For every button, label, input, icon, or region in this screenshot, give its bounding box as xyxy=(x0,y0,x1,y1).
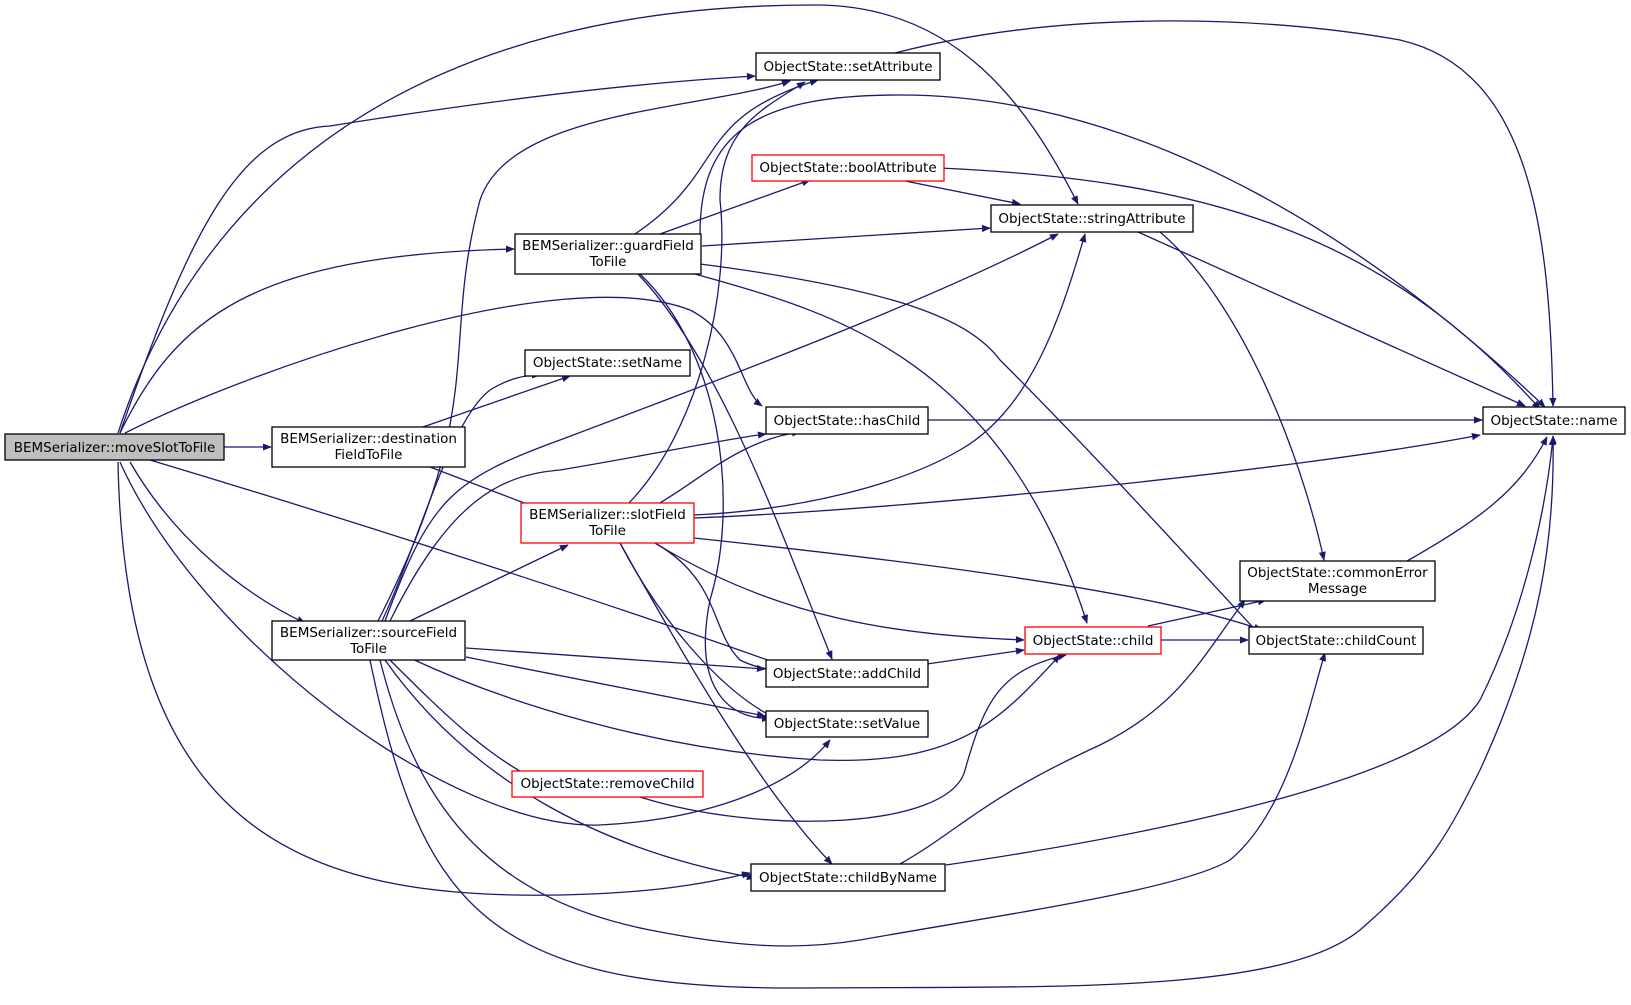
edge-source-to-childcount xyxy=(379,652,1326,947)
node-set-name[interactable]: ObjectState::setName xyxy=(524,349,691,377)
node-label: ObjectState::childByName xyxy=(759,870,937,886)
edge-child-to-commonerror xyxy=(1147,598,1267,627)
node-label: BEMSerializer::moveSlotToFile xyxy=(14,440,216,456)
node-label: ObjectState::commonError xyxy=(1247,565,1428,581)
edge-guard-to-addchild xyxy=(637,273,833,660)
node-label: ToFile xyxy=(349,641,387,657)
node-child[interactable]: ObjectState::child xyxy=(1024,626,1162,655)
node-remove-child[interactable]: ObjectState::removeChild xyxy=(511,770,704,798)
edge-guard-to-setattribute xyxy=(634,78,819,235)
node-label: ObjectState::boolAttribute xyxy=(759,160,936,176)
node-label: ObjectState::setValue xyxy=(774,716,921,732)
edge-guard-to-childcount xyxy=(699,263,1263,638)
edge-move-to-guard xyxy=(119,245,515,434)
edge-source-to-child xyxy=(409,654,1061,762)
node-set-attribute[interactable]: ObjectState::setAttribute xyxy=(755,52,941,81)
node-name[interactable]: ObjectState::name xyxy=(1482,406,1626,435)
edge-slot-to-stringattribute xyxy=(693,233,1087,516)
node-label: ToFile xyxy=(589,254,627,270)
edge-slot-to-setattribute xyxy=(627,81,806,505)
node-label: ObjectState::hasChild xyxy=(774,413,921,429)
node-label: BEMSerializer::slotField xyxy=(529,507,686,523)
edge-removechild-to-child xyxy=(639,653,1067,822)
edge-guard-to-name xyxy=(699,94,1546,408)
node-child-count[interactable]: ObjectState::childCount xyxy=(1248,626,1424,655)
node-string-attribute[interactable]: ObjectState::stringAttribute xyxy=(990,204,1194,233)
node-destination-field-to-file[interactable]: BEMSerializer::destination FieldToFile xyxy=(271,426,466,468)
node-label: ObjectState::childCount xyxy=(1256,633,1417,649)
edge-source-to-slot xyxy=(409,544,569,622)
edge-source-to-childbyname xyxy=(384,659,756,881)
edge-slot-to-childbyname xyxy=(619,542,833,865)
edge-commonerror-to-name xyxy=(1399,436,1548,566)
edge-slot-to-addchild xyxy=(654,542,791,674)
node-label: ObjectState::setName xyxy=(533,355,682,371)
edge-source-to-setname xyxy=(381,371,541,622)
node-common-error-message[interactable]: ObjectState::commonError Message xyxy=(1239,560,1436,602)
edge-move-to-addchild xyxy=(149,459,791,669)
node-label: BEMSerializer::destination xyxy=(280,431,457,447)
edge-childbyname-to-commonerror xyxy=(899,599,1246,865)
node-label: ObjectState::name xyxy=(1490,413,1617,429)
edge-guard-to-stringattribute xyxy=(701,224,991,247)
edge-bool-to-name xyxy=(939,167,1541,410)
node-slot-field-to-file[interactable]: BEMSerializer::slotField ToFile xyxy=(520,502,695,544)
edge-stringattribute-to-name xyxy=(1137,231,1526,407)
edge-destination-to-setname xyxy=(419,375,571,429)
node-label: BEMSerializer::guardField xyxy=(522,238,694,254)
edge-slot-to-child xyxy=(654,542,1025,644)
edge-move-to-childbyname xyxy=(117,461,751,896)
edge-slot-to-childcount xyxy=(693,537,1263,631)
edge-stringattribute-to-commonerror xyxy=(1159,231,1326,561)
node-child-by-name[interactable]: ObjectState::childByName xyxy=(750,863,946,892)
edge-source-to-stringattribute xyxy=(384,233,1059,622)
node-label: ObjectState::stringAttribute xyxy=(998,211,1185,227)
node-label: ObjectState::setAttribute xyxy=(763,59,932,75)
node-has-child[interactable]: ObjectState::hasChild xyxy=(765,406,929,435)
edge-setattribute-to-name xyxy=(894,20,1557,407)
edge-source-to-name xyxy=(369,435,1557,989)
edge-move-to-stringattribute xyxy=(117,4,1079,434)
node-label: ObjectState::removeChild xyxy=(520,776,694,792)
node-label: BEMSerializer::sourceField xyxy=(280,625,457,641)
node-set-value[interactable]: ObjectState::setValue xyxy=(765,710,929,738)
edge-guard-to-setvalue xyxy=(639,273,771,723)
node-guard-field-to-file[interactable]: BEMSerializer::guardField ToFile xyxy=(514,233,702,275)
edge-childbyname-to-name xyxy=(945,436,1556,866)
edge-slot-to-haschild xyxy=(657,429,801,505)
edge-guard-to-boolattribute xyxy=(659,179,811,235)
edge-move-to-haschild xyxy=(124,296,763,434)
edge-move-to-setattribute xyxy=(119,72,756,434)
edge-move-to-setvalue xyxy=(119,461,831,826)
node-move-slot-to-file[interactable]: BEMSerializer::moveSlotToFile xyxy=(4,433,225,461)
edge-move-to-source xyxy=(129,461,306,624)
node-source-field-to-file[interactable]: BEMSerializer::sourceField ToFile xyxy=(271,620,466,661)
node-label: FieldToFile xyxy=(335,447,403,463)
edge-bool-to-stringattribute xyxy=(904,180,1021,206)
node-label: ToFile xyxy=(588,523,626,539)
edge-source-to-addchild xyxy=(465,647,766,673)
node-bool-attribute[interactable]: ObjectState::boolAttribute xyxy=(751,154,945,182)
call-edges xyxy=(117,4,1557,989)
edge-source-to-haschild xyxy=(389,431,767,622)
edge-guard-to-child xyxy=(694,273,1088,624)
edge-slot-to-name xyxy=(693,433,1481,519)
node-label: Message xyxy=(1308,581,1367,597)
edge-slot-to-setvalue xyxy=(619,542,774,718)
node-label: ObjectState::addChild xyxy=(773,666,921,682)
call-nodes: BEMSerializer::moveSlotToFile BEMSeriali… xyxy=(4,52,1626,892)
node-add-child[interactable]: ObjectState::addChild xyxy=(765,659,929,688)
node-label: ObjectState::child xyxy=(1033,633,1154,649)
edge-addchild-to-child xyxy=(926,647,1025,665)
